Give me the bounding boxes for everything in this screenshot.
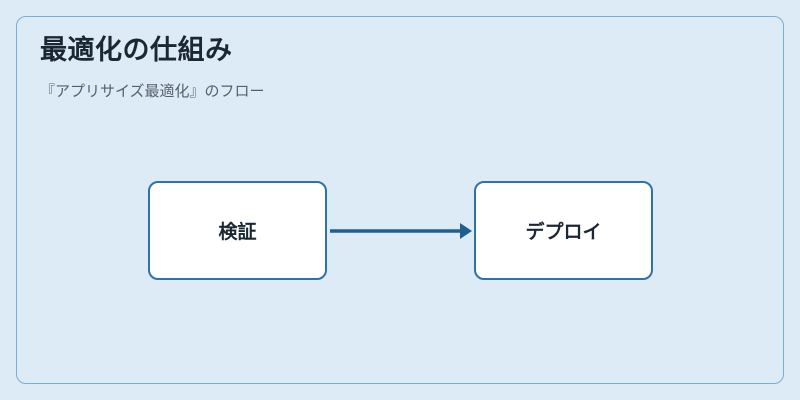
node-deploy: デプロイ	[474, 181, 653, 280]
diagram-title: 最適化の仕組み	[40, 35, 233, 66]
node-verify: 検証	[148, 181, 327, 280]
node-verify-label: 検証	[218, 221, 257, 243]
node-deploy-label: デプロイ	[525, 221, 602, 243]
diagram-panel	[16, 16, 784, 384]
diagram-subtitle: 『アプリサイズ最適化』のフロー	[40, 82, 265, 100]
